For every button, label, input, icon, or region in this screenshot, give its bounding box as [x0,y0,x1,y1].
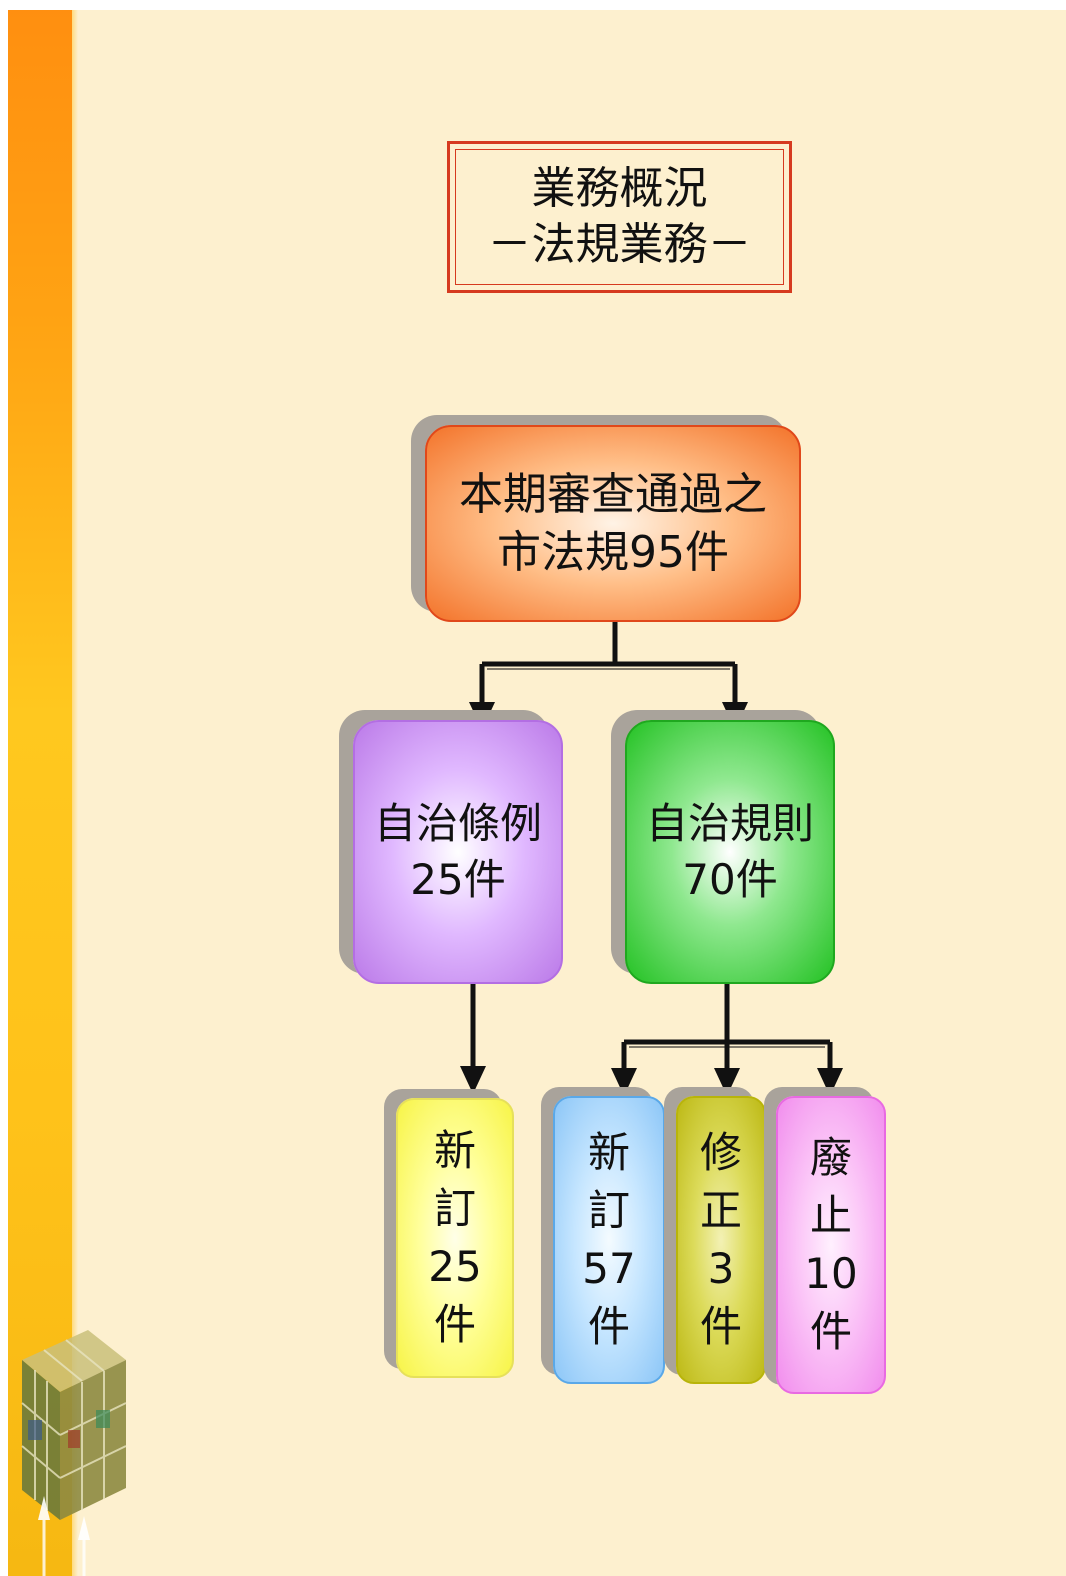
leaf-regulation-new: 新 訂 57 件 [553,1096,665,1384]
leaf-text: 修 [699,1128,742,1177]
root-line-1: 本期審查通過之 [459,468,767,520]
leaf-unit: 件 [809,1307,852,1356]
leaf-text: 新 [587,1128,630,1177]
arrow-head-regulation-amend [714,1068,740,1096]
title-line-2: －法規業務－ [487,219,752,270]
leaf-unit: 件 [433,1300,476,1349]
title-box: 業務概況 －法規業務－ [447,141,792,293]
arrow-head-regulation [722,702,748,730]
root-line-2: 市法規95件 [497,526,729,578]
ordinance-line-1: 自治條例 [373,799,542,848]
leaf-text: 止 [809,1191,852,1240]
leaf-count: 57 [582,1244,636,1293]
title-line-1: 業務概況 [531,163,708,214]
leaf-regulation-repeal: 廢 止 10 件 [776,1096,886,1394]
leaf-count: 10 [804,1249,858,1298]
leaf-text: 新 [433,1126,476,1175]
ordinance-line-2: 25件 [410,855,506,904]
regulation-line-2: 70件 [682,855,778,904]
leaf-text: 正 [699,1186,742,1235]
arrow-head-ordinance-new [460,1066,486,1094]
leaf-unit: 件 [587,1302,630,1351]
ordinance-node: 自治條例 25件 [353,720,563,984]
arrow-head-regulation-repeal [817,1068,843,1096]
arrow-head-regulation-new [611,1068,637,1096]
cube-logo-icon [21,1330,127,1576]
regulation-line-1: 自治規則 [645,799,814,848]
leaf-text: 訂 [433,1184,476,1233]
leaf-count: 3 [707,1244,735,1293]
leaf-text: 廢 [809,1133,852,1182]
leaf-ordinance-new: 新 訂 25 件 [396,1098,514,1378]
leaf-regulation-amend: 修 正 3 件 [676,1096,766,1384]
title-inner-frame: 業務概況 －法規業務－ [455,149,784,285]
regulation-node: 自治規則 70件 [625,720,835,984]
root-node: 本期審查通過之 市法規95件 [425,425,801,622]
leaf-unit: 件 [699,1302,742,1351]
leaf-text: 訂 [587,1186,630,1235]
sidebar-glow [72,10,78,1576]
sidebar-band [8,10,72,1576]
leaf-count: 25 [428,1242,482,1291]
arrow-head-ordinance [469,702,495,730]
